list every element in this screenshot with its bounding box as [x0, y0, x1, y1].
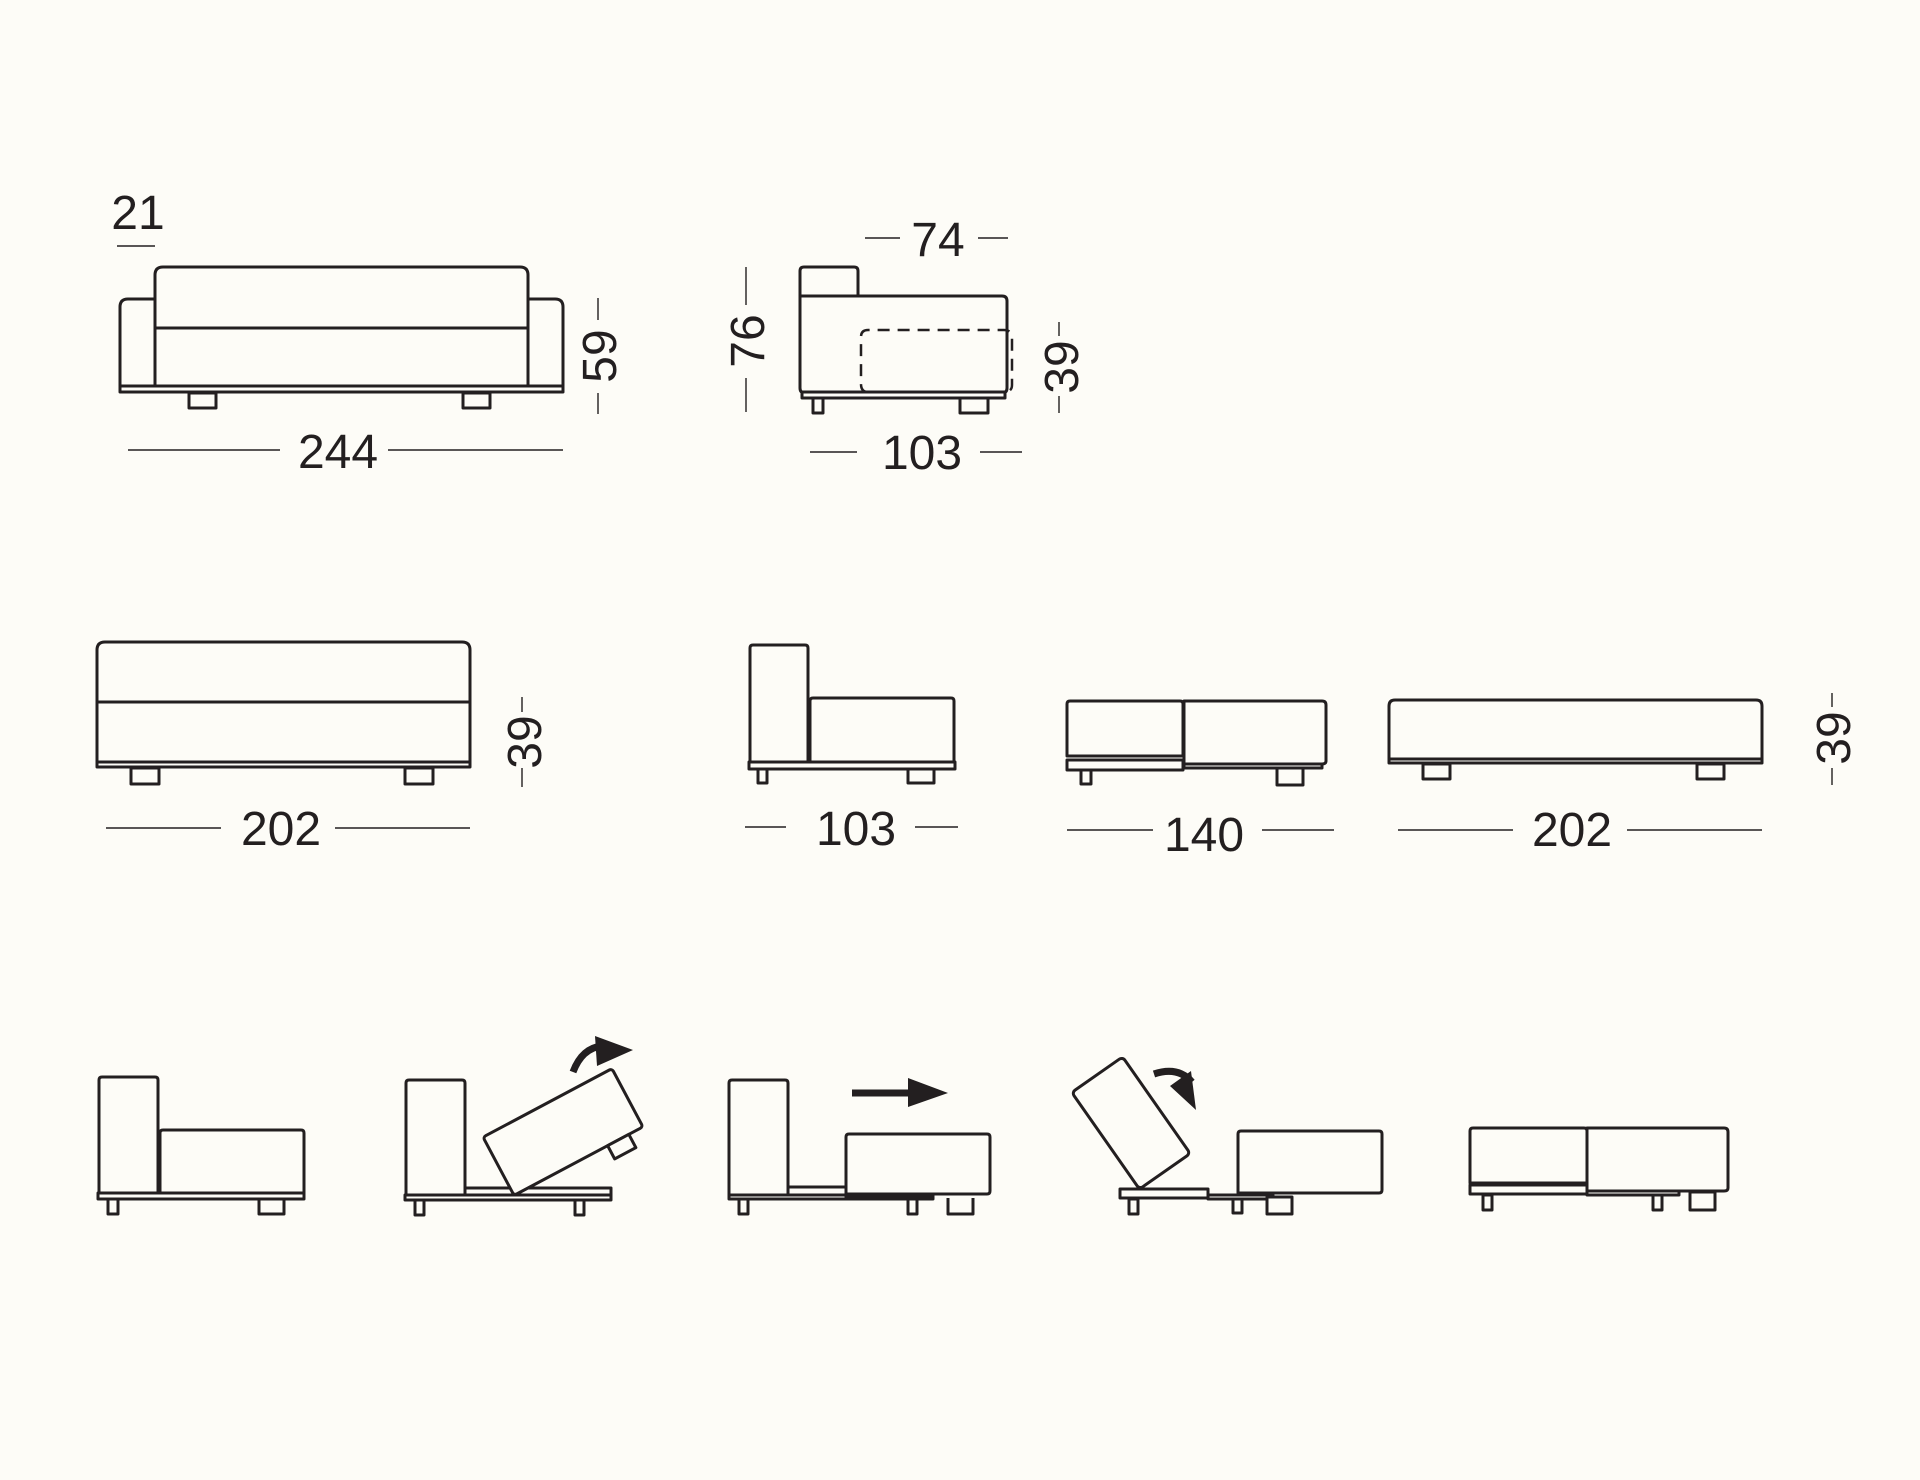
dim-arm-width: 21: [111, 187, 164, 240]
dim-bed-height: 39: [499, 715, 552, 768]
dim-bed-width: 202: [241, 803, 321, 856]
bed-side-open-mode: 140: [1065, 699, 1334, 862]
dim-seat-height: 39: [1036, 340, 1089, 393]
step-3-pull-out-frame: [727, 1078, 992, 1216]
bed-flat-view: 202 39: [1387, 693, 1861, 857]
bed-side-sofa-mode: 103: [745, 643, 958, 856]
dim-side-depth: 103: [816, 803, 896, 856]
dim-sofa-width: 244: [298, 426, 378, 479]
dim-bed-length: 202: [1532, 804, 1612, 857]
dim-bed-flat-height: 39: [1808, 711, 1861, 764]
dim-sofa-total-height: 76: [722, 314, 775, 367]
step-2-lift-seat: [403, 1036, 644, 1217]
dim-sofa-height: 59: [574, 329, 627, 382]
step-4-fold-down-back: [1071, 1056, 1384, 1216]
sofa-front-view: 21 244 59: [111, 187, 627, 479]
dim-seat-depth: 74: [911, 214, 964, 267]
dim-open-depth: 140: [1164, 809, 1244, 862]
sofa-side-view: 74 76 39 103: [722, 214, 1089, 480]
step-1-closed-sofa: [96, 1075, 306, 1216]
bed-front-view: 202 39: [95, 640, 552, 856]
dim-sofa-depth: 103: [882, 427, 962, 480]
step-5-open-bed: [1468, 1126, 1730, 1212]
